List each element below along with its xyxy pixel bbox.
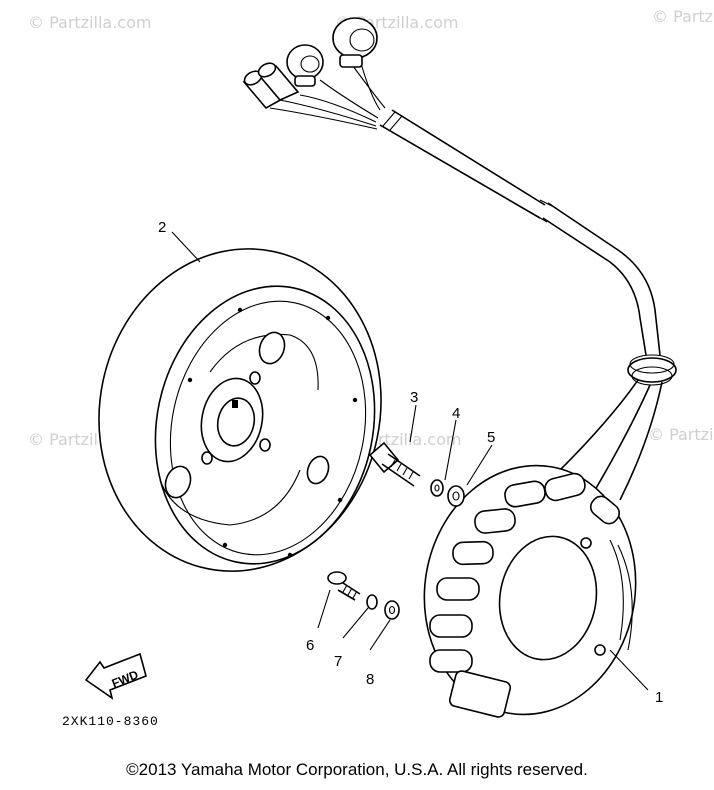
stator-coils <box>429 472 633 673</box>
watermark: © Partzilla.com <box>652 7 714 26</box>
flywheel-rotor <box>98 248 382 572</box>
callout-4: 4 <box>452 405 460 422</box>
watermark: © Partzilla.com <box>648 425 714 444</box>
plain-washer-5 <box>447 485 465 507</box>
callout-7: 7 <box>334 653 342 670</box>
lock-washer-7 <box>366 594 378 610</box>
wire-harness <box>242 17 677 501</box>
callout-5: 5 <box>487 429 495 446</box>
plain-washer-8 <box>384 600 400 620</box>
fwd-arrow-icon: FWD <box>84 652 147 700</box>
lock-washer-4 <box>430 479 444 497</box>
bolt-3 <box>368 441 421 487</box>
callout-8: 8 <box>366 671 374 688</box>
leader-lines <box>171 231 649 691</box>
callout-2: 2 <box>158 219 166 236</box>
connector-round-middle <box>286 44 324 87</box>
screw-6 <box>327 571 361 601</box>
callout-6: 6 <box>306 637 314 654</box>
connector-bullet-pair <box>242 62 300 110</box>
diagram-code: 2XK110-8360 <box>62 714 159 729</box>
callout-3: 3 <box>410 389 418 406</box>
connector-round-top <box>332 17 378 68</box>
watermark: © Partzilla.com <box>28 13 151 32</box>
callout-1: 1 <box>655 689 663 706</box>
stator-assembly <box>423 464 637 718</box>
copyright-notice: ©2013 Yamaha Motor Corporation, U.S.A. A… <box>126 760 588 779</box>
